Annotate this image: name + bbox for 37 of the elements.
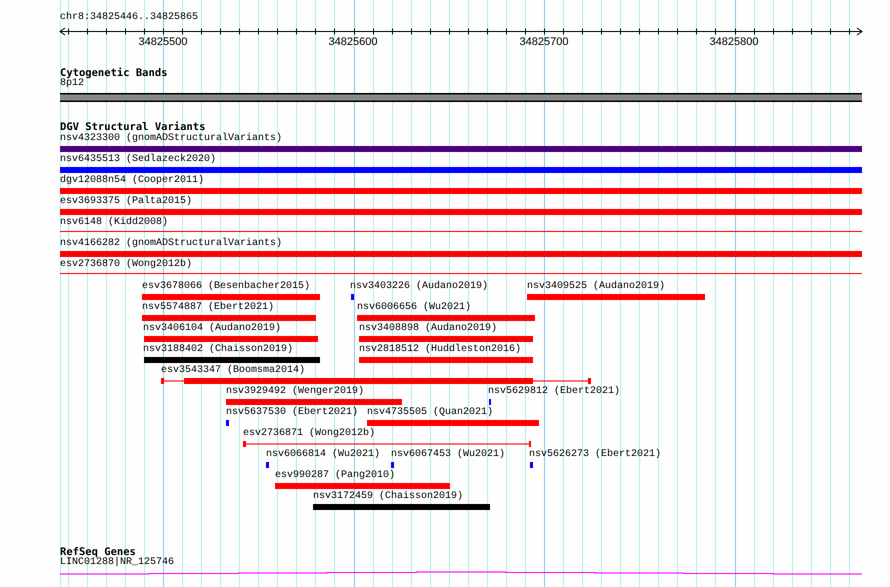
variant-label: nsv3403226 (Audano2019) [350,281,488,293]
variant-label: nsv6067453 (Wu2021) [391,449,506,461]
variant-label: nsv6148 (Kidd2008) [60,217,168,229]
variant-label: nsv3409525 (Audano2019) [527,281,666,293]
variant-label: nsv4323300 (gnomADStructuralVariants) [60,133,282,145]
axis-tick-label: 34825700 [520,36,568,48]
variant-label: esv3678066 (Besenbacher2015) [142,281,310,293]
variant-label: nsv6006656 (Wu2021) [357,302,472,314]
variant-label: esv3543347 (Boomsma2014) [161,365,306,377]
variant-label: esv990287 (Pang2010) [275,470,396,482]
variant-label: nsv6066814 (Wu2021) [266,449,380,461]
axis-tick-label: 34825800 [710,36,758,48]
variant-label: esv2736870 (Wong2012b) [60,259,192,271]
variant-label: nsv3408898 (Audano2019) [359,323,498,335]
variant-label: nsv3172459 (Chaisson2019) [313,491,464,503]
track-title: Cytogenetic Bands [60,67,168,79]
variant-label: esv3693375 (Palta2015) [60,196,192,208]
track-title: DGV Structural Variants [60,121,206,133]
variant-label: nsv5637530 (Ebert2021) [226,407,358,419]
variant-label: nsv4166282 (gnomADStructuralVariants) [60,238,282,250]
variant-label: esv2736871 (Wong2012b) [243,428,376,440]
axis-tick-label: 34825600 [328,36,378,48]
variant-label: nsv3406104 (Audano2019) [143,323,282,335]
variant-label: nsv6435513 (Sedlazeck2020) [60,154,216,166]
gene-label: LINC01288|NR_125746 [60,557,174,569]
track-title: RefSeq Genes [60,546,136,558]
variant-label: nsv5574887 (Ebert2021) [142,302,274,314]
variant-label: nsv5629812 (Ebert2021) [488,386,620,398]
variant-label: nsv4735505 (Quan2021) [367,407,494,419]
variant-label: nsv3188402 (Chaisson2019) [143,344,294,356]
variant-label: nsv3929492 (Wenger2019) [226,386,364,398]
band-label: 8p12 [60,78,84,90]
variant-label: nsv2818512 (Huddleston2016) [359,344,522,356]
variant-label: nsv5626273 (Ebert2021) [529,449,662,461]
variant-label: dgv12088n54 (Cooper2011) [60,175,204,187]
region-coordinates: chr8:34825446..34825865 [60,12,198,24]
axis-tick-label: 34825500 [138,36,188,48]
